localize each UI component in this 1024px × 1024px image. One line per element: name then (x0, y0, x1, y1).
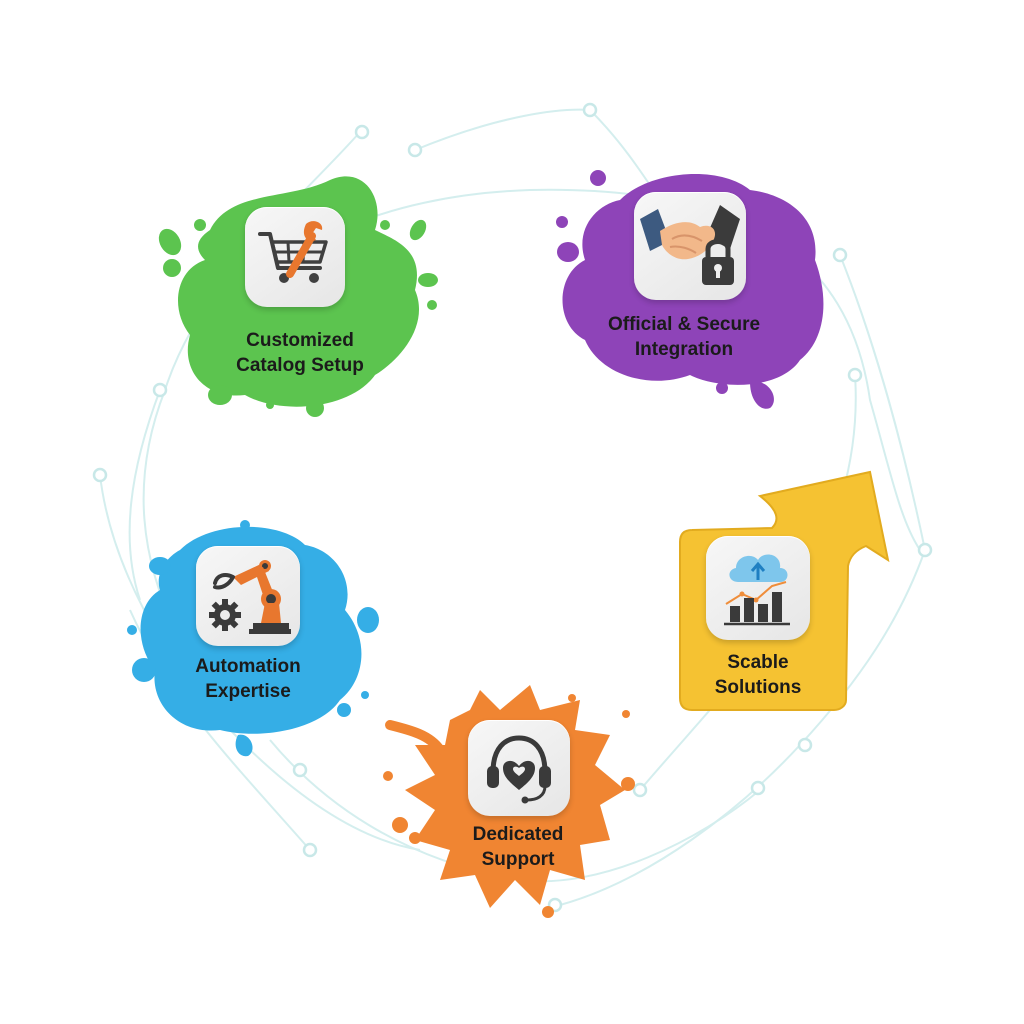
label-line-1: Scable (727, 652, 789, 673)
label-line-1: Customized (246, 330, 354, 351)
label-line-2: Support (481, 849, 555, 870)
shopping-cart-wrench-icon (258, 221, 328, 283)
handshake-lock-icon (640, 205, 740, 285)
icon-tile (468, 720, 570, 816)
node-label: Official & Secure Integration (574, 312, 794, 362)
label-line-1: Automation (195, 656, 301, 677)
robot-arm-gear-icon (209, 560, 291, 634)
node-scable-solutions: Scable Solutions (660, 460, 900, 720)
node-official-secure-integration: Official & Secure Integration (540, 160, 840, 420)
label-line-2: Catalog Setup (236, 355, 364, 376)
icon-tile (196, 546, 300, 646)
cloud-growth-chart-icon (724, 554, 790, 626)
icon-tile (245, 207, 345, 307)
node-label: Automation Expertise (138, 654, 358, 704)
node-customized-catalog-setup: Customized Catalog Setup (150, 160, 450, 420)
label-line-1: Dedicated (472, 824, 564, 845)
node-automation-expertise: Automation Expertise (120, 510, 380, 760)
label-line-2: Expertise (205, 681, 291, 702)
label-line-2: Integration (634, 339, 734, 360)
label-line-1: Official & Secure (607, 314, 761, 335)
label-line-2: Solutions (714, 677, 802, 698)
headset-heart-icon (487, 735, 551, 804)
node-dedicated-support: Dedicated Support (380, 680, 640, 920)
node-label: Customized Catalog Setup (190, 328, 410, 378)
node-label: Scable Solutions (648, 650, 868, 700)
icon-tile (706, 536, 810, 640)
icon-tile (634, 192, 746, 300)
node-label: Dedicated Support (408, 822, 628, 872)
